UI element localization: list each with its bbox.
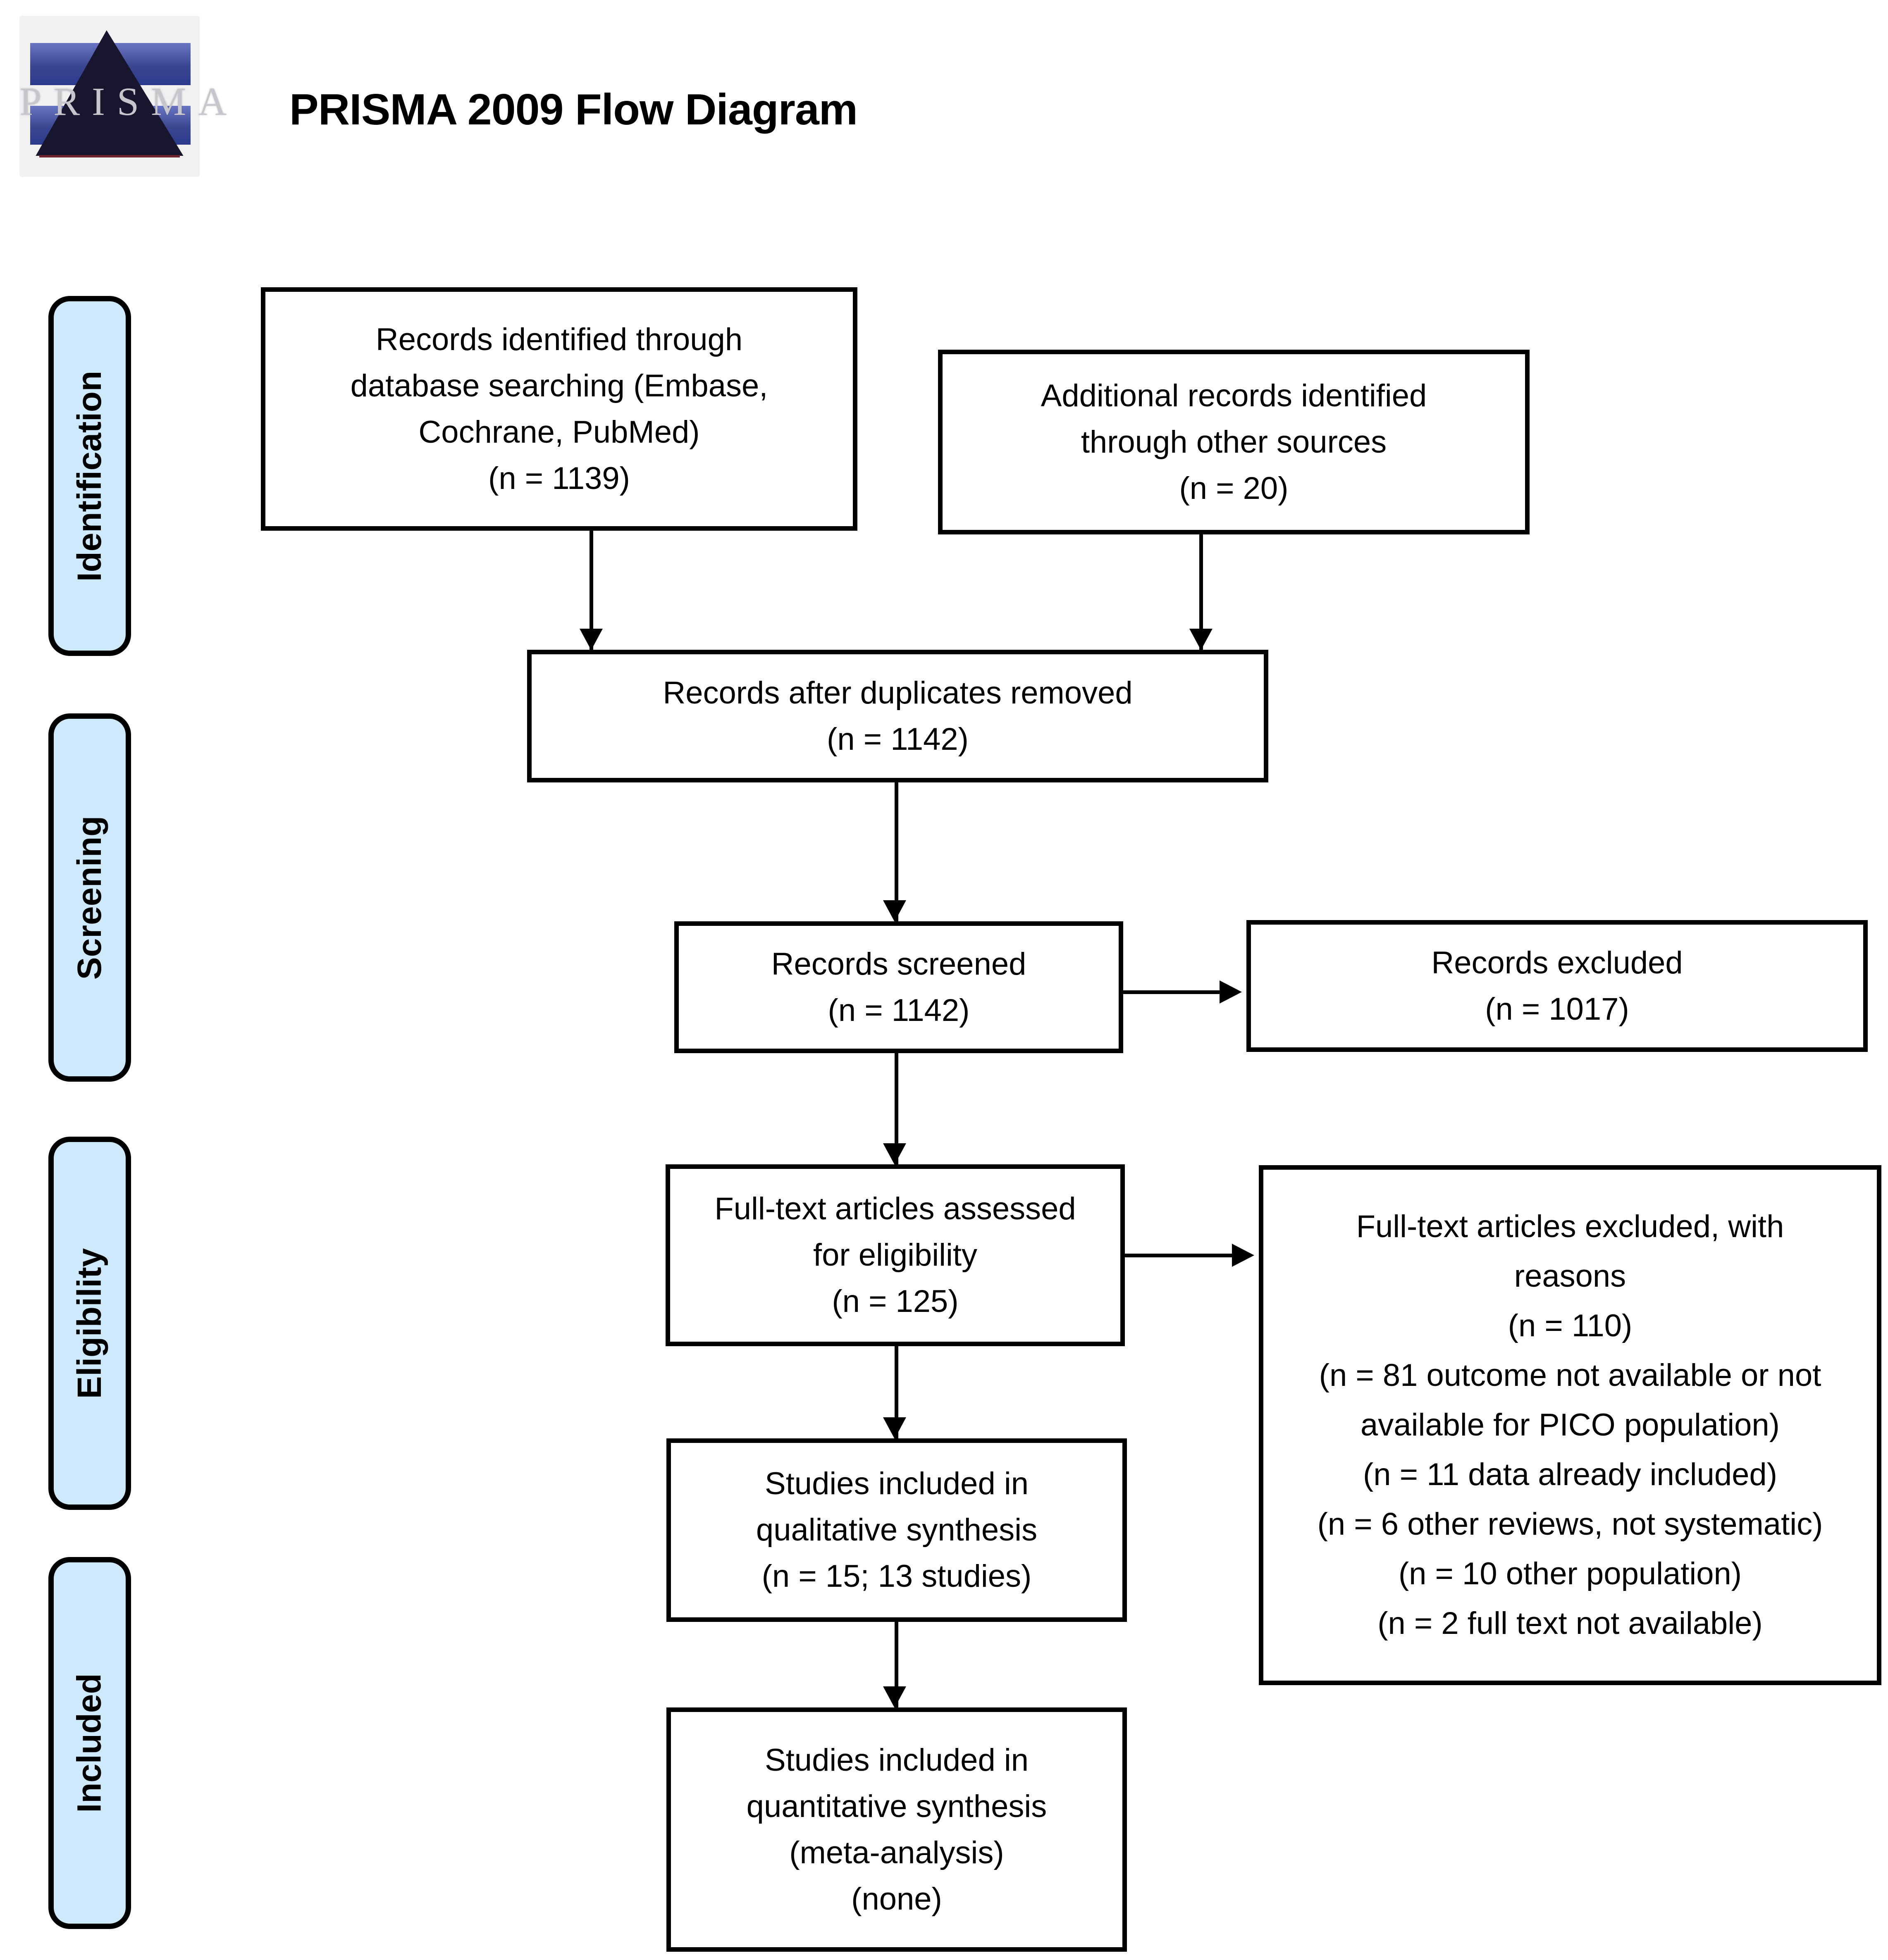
box-records-excluded: Records excluded (n = 1017) (1246, 920, 1868, 1052)
arrow-other-to-duplicates (1199, 533, 1203, 651)
arrowhead-down-icon (580, 629, 603, 650)
arrow-duplicates-to-screened (895, 782, 898, 923)
arrow-fulltext-to-qualitative (895, 1346, 898, 1440)
box-additional-records: Additional records identified through ot… (938, 350, 1530, 534)
box-records-after-duplicates: Records after duplicates removed (n = 11… (527, 650, 1268, 782)
box-records-screened: Records screened (n = 1142) (674, 921, 1123, 1053)
arrowhead-down-icon (883, 900, 906, 922)
box-records-identified: Records identified through database sear… (261, 287, 857, 531)
arrowhead-down-icon (883, 1417, 906, 1439)
arrow-fulltext-to-excluded (1125, 1254, 1233, 1257)
stage-eligibility: Eligibility (48, 1137, 131, 1510)
page-title: PRISMA 2009 Flow Diagram (289, 85, 858, 134)
arrowhead-down-icon (883, 1686, 906, 1708)
stage-included-label: Included (71, 1673, 109, 1813)
arrowhead-down-icon (883, 1143, 906, 1165)
stage-screening: Screening (48, 713, 131, 1082)
prisma-logo: PRISMA (19, 16, 239, 177)
stage-eligibility-label: Eligibility (71, 1248, 109, 1399)
box-quantitative-synthesis: Studies included in quantitative synthes… (666, 1707, 1127, 1952)
arrowhead-down-icon (1189, 629, 1213, 650)
box-fulltext-excluded-reasons: Full-text articles excluded, with reason… (1259, 1165, 1881, 1685)
box-qualitative-synthesis: Studies included in qualitative synthesi… (666, 1438, 1127, 1622)
box-fulltext-assessed: Full-text articles assessed for eligibil… (666, 1164, 1125, 1346)
arrow-screened-to-fulltext (895, 1053, 898, 1166)
arrow-screened-to-excluded (1123, 990, 1221, 994)
arrow-db-to-duplicates (590, 531, 593, 651)
logo-wordmark: PRISMA (19, 79, 239, 124)
stage-identification-label: Identification (71, 370, 108, 582)
arrow-qualitative-to-quantitative (895, 1622, 898, 1709)
stage-identification: Identification (48, 296, 131, 656)
logo-triangle-base (39, 155, 180, 157)
arrowhead-right-icon (1232, 1244, 1254, 1267)
stage-screening-label: Screening (71, 815, 108, 980)
stage-included: Included (48, 1557, 131, 1929)
arrowhead-right-icon (1220, 980, 1242, 1004)
